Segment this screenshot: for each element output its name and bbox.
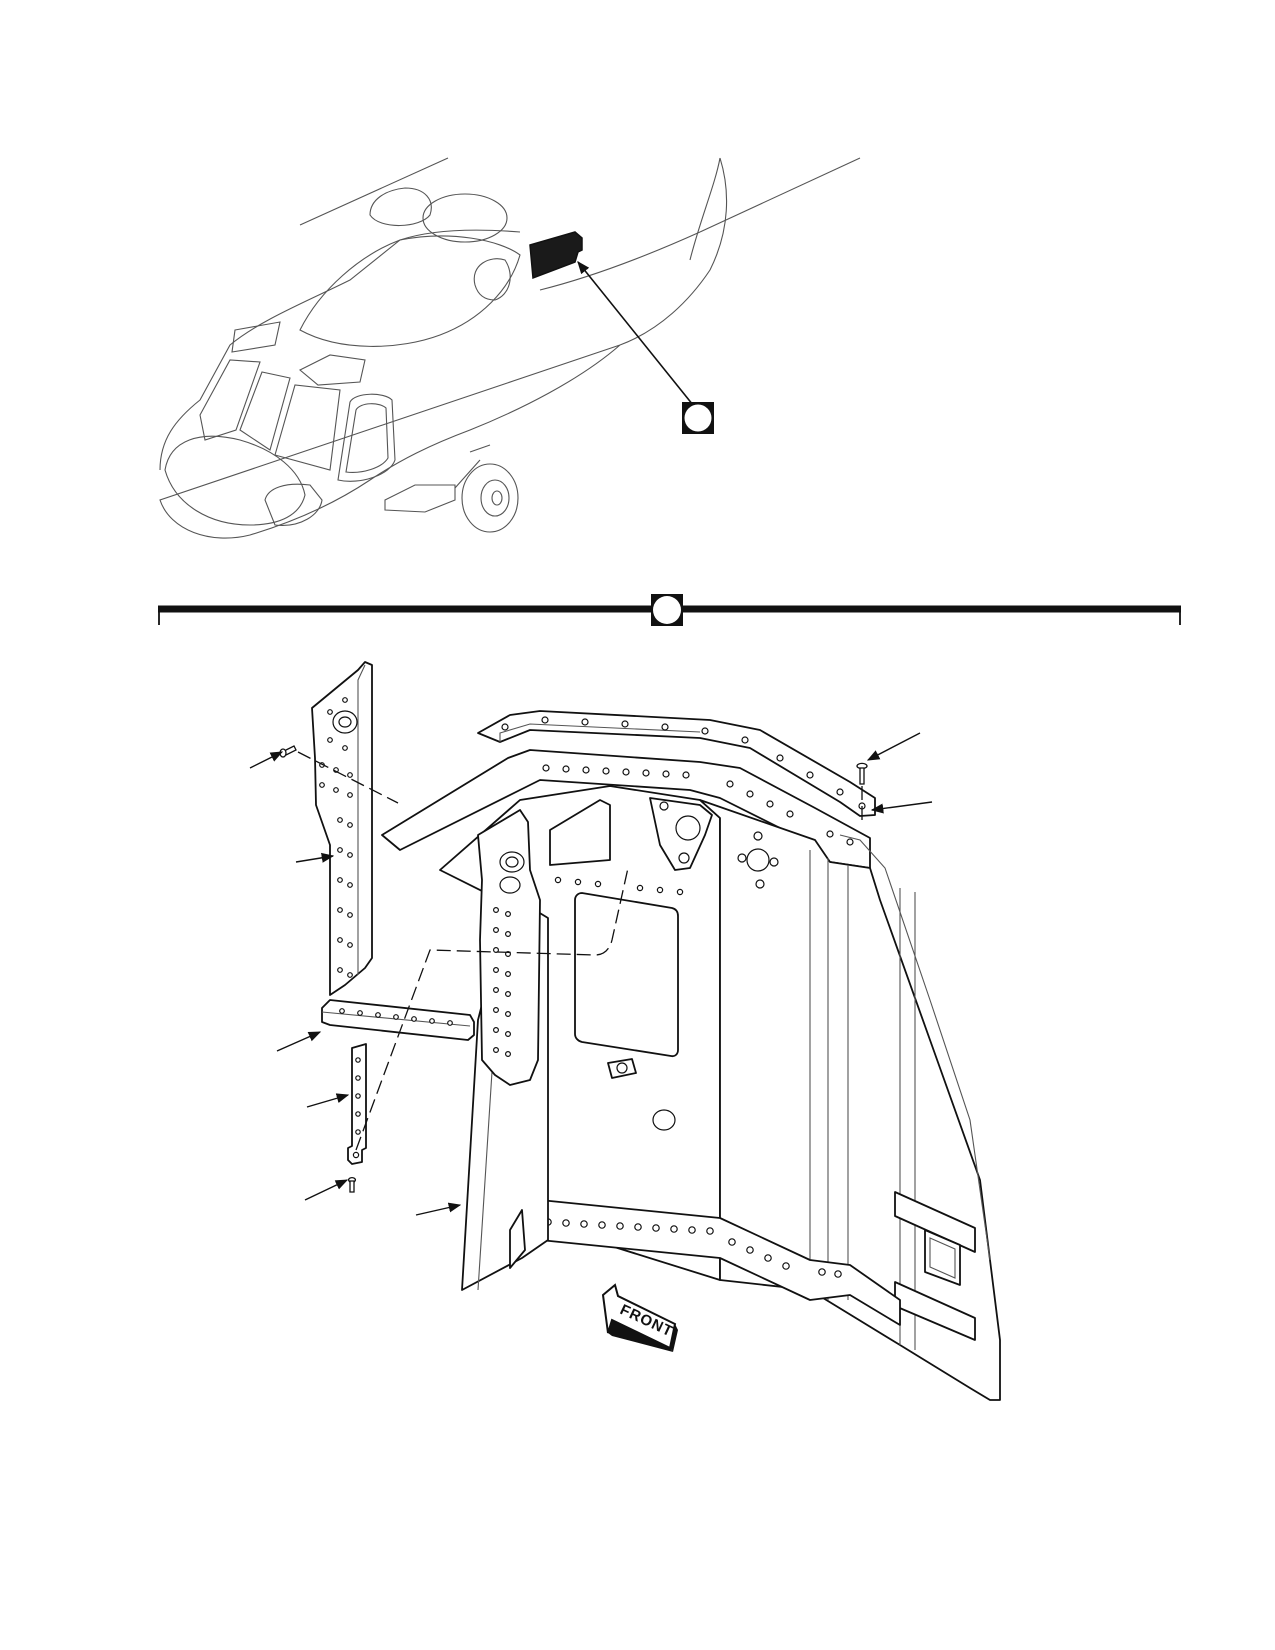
fastener-upper-left [279,745,297,758]
leader-upper-channel [870,801,933,814]
vertical-strap [347,1043,367,1165]
leader-fastener-upper-left [249,751,284,769]
gear-strut [454,444,491,489]
exploded-detail-view: FRONT [249,661,1001,1401]
fastener-lower-left [347,1176,357,1193]
rotor-hub-fairing [422,193,508,243]
front-direction-arrow: FRONT [601,1283,678,1352]
main-wheel-axle [491,490,503,506]
windshield-right [274,384,341,471]
leader-vertical-strap [306,1093,350,1108]
main-wheel-hub [480,479,510,517]
doubler-installed-rivets [493,906,512,1057]
leader-horizontal-angle [276,1031,322,1052]
windshield-center [239,371,291,451]
fuselage-outline [159,229,621,539]
engine-exhaust [473,258,511,301]
overhead-window [299,354,366,386]
nose-cone [164,435,306,526]
windshield-upper-left [231,321,281,353]
cowling-ridge [539,231,701,291]
leader-vertical-angle [415,1202,462,1216]
horizontal-angle [321,999,475,1041]
fastener-upper-right [856,762,868,785]
upper-channel-rivets [501,716,866,810]
helicopter-locator-view [159,157,861,539]
leader-fastener-upper-right [866,732,921,761]
engine-intake-left [369,187,432,227]
main-wheel [461,463,519,533]
leader-doubler-plate [295,852,335,863]
highlighted-panel-location [529,231,583,280]
view-separator [158,594,1181,626]
tail-pylon [619,157,728,346]
bottom-flange-rivets [544,1218,842,1278]
doubler-installed [477,809,541,1086]
assembly-line-1 [297,751,399,804]
rotor-blade-right [699,157,861,233]
horizontal-angle-rivets [339,1008,453,1026]
assembly-line-3 [355,867,629,1151]
cabin-roof [299,235,521,347]
leader-fastener-lower-left [304,1179,349,1201]
chin-window [264,483,323,526]
locator-leader-line [577,261,694,406]
doubler-plate-rivets [319,697,353,978]
bulkhead-assembly [381,716,1001,1401]
top-cap-rivets [542,764,854,896]
locator-callout-marker [682,402,714,434]
cockpit-door-window [345,403,389,473]
rotor-blade-left [299,157,449,226]
exploded-doubler-plate [311,661,373,996]
main-gear-fairing [384,484,456,513]
upper-channel [477,710,876,817]
cockpit-door [337,393,396,482]
access-opening [574,892,679,1058]
windshield-left [199,359,261,441]
